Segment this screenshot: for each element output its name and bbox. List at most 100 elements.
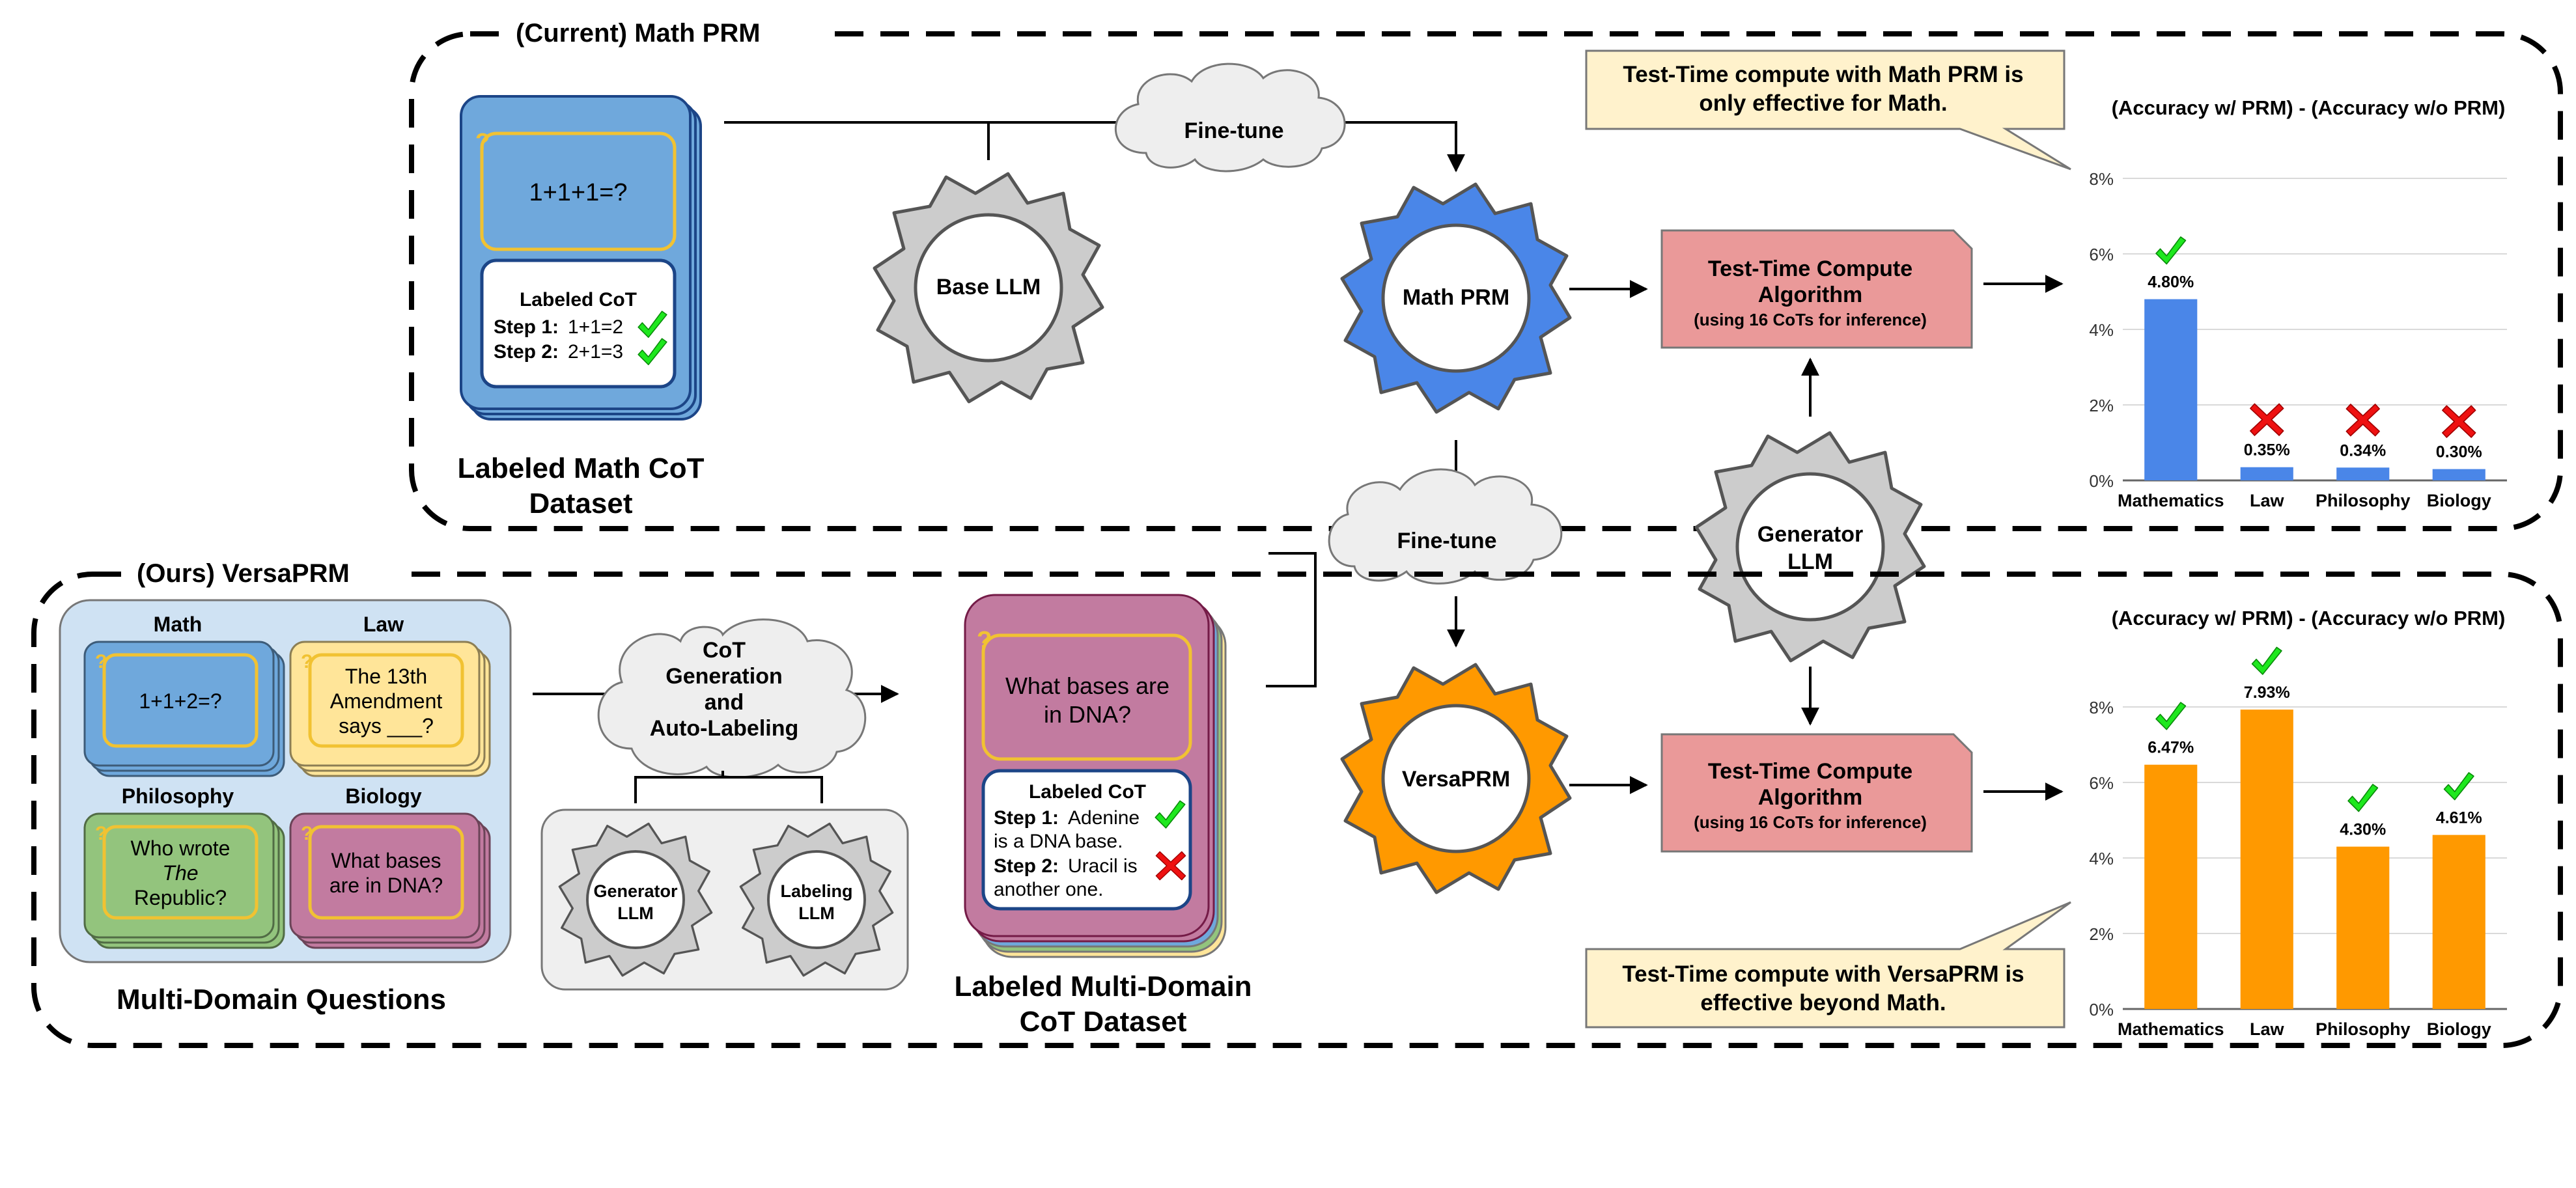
check-icon	[2251, 646, 2282, 675]
x-tick-label: Mathematics	[2118, 491, 2224, 510]
cross-icon	[2250, 403, 2284, 436]
multi-step1-text-b: is a DNA base.	[994, 831, 1123, 852]
multi-step1-text-a: Adenine	[1068, 807, 1140, 829]
x-tick-label: Biology	[2427, 491, 2491, 510]
dna-question-frame	[981, 633, 1192, 761]
callout-bottom: Test-Time compute with VersaPRM is effec…	[1585, 901, 2071, 1029]
y-tick-label: 2%	[2089, 396, 2114, 415]
domain-label: Math	[154, 613, 203, 636]
dna-question-line1: What bases are	[1005, 672, 1169, 699]
y-tick-label: 4%	[2089, 320, 2114, 340]
math-dataset-caption-1: Labeled Math CoT	[458, 452, 705, 484]
bottom-panel-border	[31, 572, 2563, 1048]
finetune-cloud-middle: Fine-tune	[1328, 468, 1563, 585]
multi-domain-dataset-card: ? What bases are in DNA? Labeled CoT Ste…	[964, 594, 1227, 958]
domain-question-text: says ___?	[339, 714, 434, 738]
y-tick-label: 8%	[2089, 169, 2114, 189]
y-tick-label: 0%	[2089, 471, 2114, 491]
bar-mathematics	[2144, 299, 2198, 480]
x-tick-label: Biology	[2427, 1019, 2491, 1039]
chart-title: (Accuracy w/ PRM) - (Accuracy w/o PRM)	[2112, 607, 2506, 629]
callout-top-line1: Test-Time compute with Math PRM is	[1623, 62, 2023, 87]
small-labeling-label-2: LLM	[798, 904, 834, 923]
check-icon	[2155, 236, 2187, 265]
chart-math-prm: (Accuracy w/ PRM) - (Accuracy w/o PRM) 0%…	[2089, 96, 2507, 510]
domain-question-text: are in DNA?	[329, 874, 443, 897]
math-labeled-cot-box	[480, 258, 677, 389]
generator-llm-label-2: LLM	[1787, 549, 1833, 574]
domain-card-math: Math?1+1+2=?	[83, 613, 285, 777]
multi-labeled-cot-box	[981, 769, 1192, 911]
top-panel-title: (Current) Math PRM	[516, 19, 761, 48]
bar-value-label: 4.80%	[2148, 273, 2194, 292]
bar-value-label: 0.34%	[2340, 441, 2386, 460]
algorithm-bottom-title-2: Algorithm	[1758, 785, 1863, 810]
domain-question-text: The 13th	[345, 665, 427, 688]
dna-question-line2: in DNA?	[1044, 701, 1131, 728]
x-tick-label: Philosophy	[2316, 491, 2411, 510]
bar-biology	[2432, 469, 2485, 480]
top-panel: (Current) Math PRM ? 1+1+1=? Labeled CoT…	[409, 14, 2563, 531]
cot-cloud-line: CoT	[703, 638, 746, 663]
math-step2-text: 2+1=3	[568, 341, 623, 363]
connector-line	[1266, 552, 1317, 687]
multi-labeled-cot-title: Labeled CoT	[1029, 781, 1146, 803]
cot-cloud-line: and	[705, 690, 744, 715]
generator-llm-gear-small: Generator LLM	[558, 822, 713, 977]
math-dataset-caption-2: Dataset	[529, 488, 633, 519]
connector-line	[723, 776, 823, 803]
bottom-panel: (Ours) VersaPRM Math?1+1+2=?Law?The 13th…	[31, 553, 2563, 1048]
middle-connections: Fine-tune Generator LLM	[1266, 357, 1924, 726]
labeling-llm-gear-small: Labeling LLM	[739, 822, 894, 977]
bottom-panel-title-bg	[128, 553, 395, 590]
check-icon	[2347, 784, 2379, 812]
math-labeled-cot-title: Labeled CoT	[520, 289, 637, 311]
domain-question-text: What bases	[331, 849, 441, 872]
versaprm-label: VersaPRM	[1402, 767, 1510, 792]
top-panel-title-bg	[508, 14, 820, 51]
domain-question-text: Amendment	[330, 689, 443, 713]
bar-value-label: 6.47%	[2148, 739, 2194, 757]
bar-law	[2240, 710, 2293, 1009]
small-generator-label-1: Generator	[593, 881, 678, 901]
domain-label: Law	[363, 613, 404, 636]
x-tick-label: Law	[2250, 1019, 2285, 1039]
multi-step2-text-a: Uracil is	[1068, 855, 1138, 877]
bar-value-label: 4.61%	[2436, 809, 2482, 827]
cot-cloud-line: Generation	[665, 664, 782, 689]
finetune-label-middle: Fine-tune	[1397, 529, 1497, 553]
y-tick-label: 8%	[2089, 698, 2114, 717]
callout-bottom-line1: Test-Time compute with VersaPRM is	[1622, 961, 2024, 987]
versaprm-gear: VersaPRM	[1342, 665, 1570, 892]
math-question-frame	[480, 131, 677, 251]
bar-law	[2240, 467, 2293, 480]
domain-question-text: 1+1+2=?	[139, 689, 221, 713]
connector-line	[634, 771, 724, 803]
algorithm-bottom-title-1: Test-Time Compute	[1708, 759, 1912, 784]
callout-top: Test-Time compute with Math PRM is only …	[1585, 49, 2071, 171]
multi-dataset-caption-2: CoT Dataset	[1020, 1006, 1187, 1038]
cross-icon	[2345, 404, 2380, 437]
test-time-algorithm-top: Test-Time Compute Algorithm (using 16 Co…	[1660, 229, 1973, 349]
question-frame	[102, 825, 259, 920]
chart-title: (Accuracy w/ PRM) - (Accuracy w/o PRM)	[2112, 96, 2506, 119]
small-generator-label-2: LLM	[617, 904, 653, 923]
domain-question-text: The	[162, 861, 198, 885]
chart-versaprm: (Accuracy w/ PRM) - (Accuracy w/o PRM)0%…	[2089, 607, 2507, 1039]
math-prm-label: Math PRM	[1403, 285, 1509, 310]
bar-value-label: 4.30%	[2340, 821, 2386, 839]
algorithm-title-1: Test-Time Compute	[1708, 256, 1912, 281]
generator-llm-label-1: Generator	[1757, 522, 1864, 547]
cross-icon	[2442, 405, 2476, 438]
domain-question-text: Who wrote	[131, 836, 231, 860]
question-frame	[308, 825, 464, 920]
question-frame	[308, 653, 464, 748]
check-icon	[2443, 772, 2474, 801]
bar-value-label: 0.30%	[2436, 443, 2482, 462]
question-mark-icon: ?	[977, 627, 992, 654]
math-dataset-card: ? 1+1+1=? Labeled CoT Step 1: 1+1=2 Step…	[460, 95, 702, 421]
bar-mathematics	[2144, 764, 2198, 1009]
y-tick-label: 6%	[2089, 245, 2114, 264]
bar-biology	[2432, 835, 2485, 1009]
